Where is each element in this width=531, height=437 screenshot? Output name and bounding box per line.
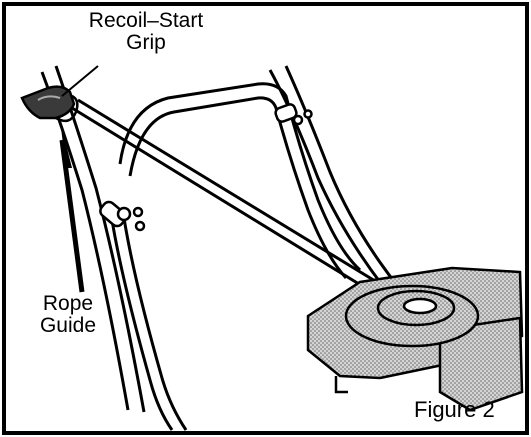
handle-knob-icon	[99, 103, 313, 232]
rope-guide-label-line2: Guide	[39, 314, 97, 337]
engine-housing-icon	[306, 266, 524, 412]
callout-leaders	[59, 65, 99, 293]
recoil-start-grip-label: Recoil–Start Grip	[58, 10, 234, 54]
recoil-start-grip-label-line1: Recoil–Start	[88, 9, 204, 32]
rope-guide-label-line1: Rope	[42, 292, 94, 315]
figure-caption: Figure 2	[414, 397, 495, 422]
recoil-start-grip-icon	[20, 85, 76, 120]
starter-rope	[71, 98, 381, 294]
recoil-start-grip-label-line2: Grip	[126, 31, 166, 54]
inner-handle-bar	[110, 217, 188, 431]
rope-guide-icon	[55, 94, 79, 123]
right-handle-tube	[268, 65, 398, 291]
rope-guide-label: Rope Guide	[28, 293, 108, 337]
upper-handle-loop	[118, 82, 362, 280]
